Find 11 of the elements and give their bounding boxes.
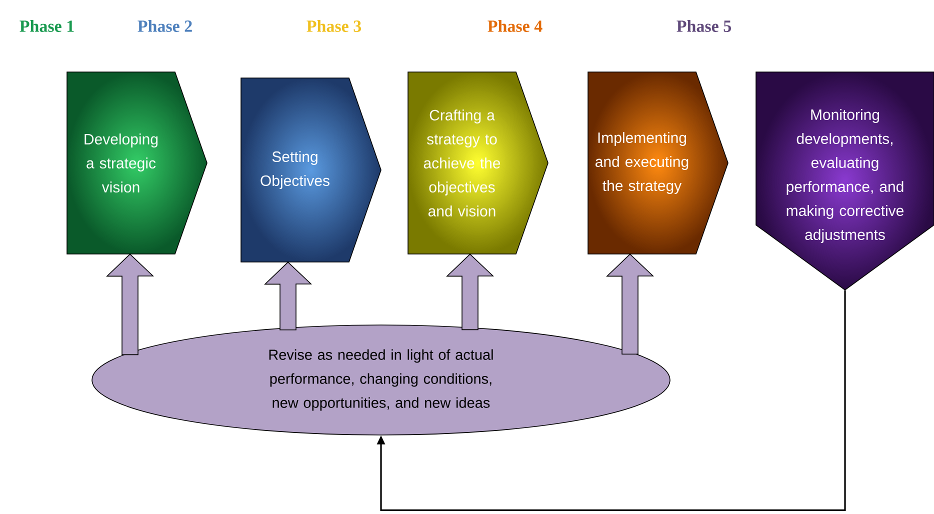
phase-label: Phase 1 [20,20,74,32]
phase-label: Phase 2 [138,20,192,32]
node-label: Monitoring developments, evaluating performance, and making corrective adjustments [786,109,904,243]
node-label: Setting Objectives [260,151,330,189]
phase-label: Phase 5 [676,20,731,32]
phase-label: Phase 3 [306,20,362,32]
node-label: Implementing and executing the strategy [596,132,688,194]
node-label: Developing a strategic vision [84,133,158,192]
node-label: Crafting a strategy to achieve the objectives and vision [424,109,500,216]
feedback-arrow [376,290,846,511]
phase-label: Phase 4 [488,20,542,32]
